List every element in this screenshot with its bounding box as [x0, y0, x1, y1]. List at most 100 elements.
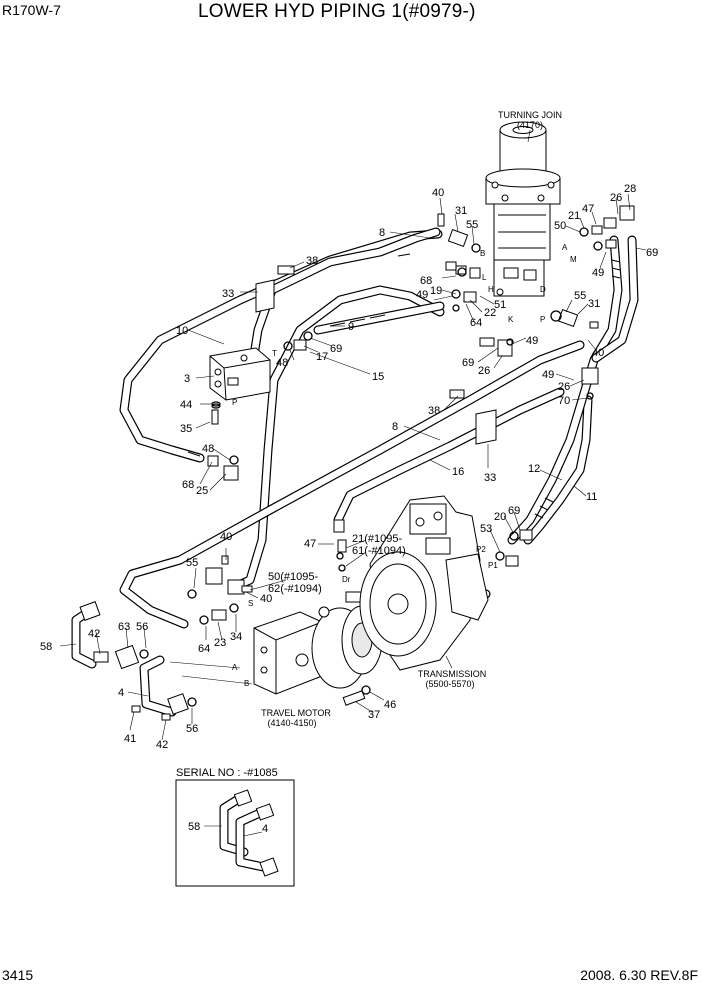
port-p1: P1 [488, 561, 498, 570]
callout-58: 58 [40, 641, 52, 653]
callout-12: 12 [528, 463, 540, 475]
port-p2: P2 [476, 545, 486, 554]
callout-22: 22 [484, 307, 496, 319]
port-l: L [482, 273, 487, 282]
callout-49-b: 49 [526, 335, 538, 347]
callout-26-b: 26 [610, 192, 622, 204]
model-number: R170W-7 [2, 2, 61, 18]
callout-56: 56 [136, 621, 148, 633]
callout-50: 50 [554, 220, 566, 232]
revision-info: 2008. 6.30 REV.8F [580, 967, 698, 983]
leader-lines [59, 193, 647, 741]
serial-inset-label: SERIAL NO : -#1085 [176, 767, 278, 779]
port-s: S [248, 599, 253, 608]
callout-48-b: 48 [202, 443, 214, 455]
callout-20: 20 [494, 511, 506, 523]
callout-55-c: 55 [186, 557, 198, 569]
port-h: H [488, 285, 494, 294]
port-a-upper: A [562, 243, 568, 252]
port-dr: Dr [342, 575, 351, 584]
callout-8: 8 [379, 227, 385, 239]
callout-40: 40 [432, 187, 444, 199]
callout-16: 16 [452, 466, 464, 478]
callout-55: 55 [466, 219, 478, 231]
callout-17: 17 [316, 351, 328, 363]
callout-11: 11 [586, 491, 597, 503]
callout-49-d: 49 [542, 369, 554, 381]
callout-38-b: 38 [428, 405, 440, 417]
callout-50-b: 50(#1095- [268, 571, 318, 583]
turning-joint-code: (4170) [517, 120, 543, 130]
callout-21: 21 [568, 210, 580, 222]
transmission: TRANSMISSION (5500-5570) [359, 495, 489, 689]
port-p-tj: P [540, 315, 545, 324]
callout-69-d: 69 [508, 505, 520, 517]
page-title: LOWER HYD PIPING 1(#0979-) [198, 1, 476, 22]
callout-42: 42 [88, 628, 100, 640]
callout-42-b: 42 [156, 739, 168, 751]
callout-47: 47 [582, 203, 594, 215]
callout-48: 48 [276, 357, 288, 369]
callout-33-b: 33 [484, 472, 496, 484]
hose-9 [313, 301, 445, 335]
callout-35: 35 [180, 423, 192, 435]
serial-inset: SERIAL NO : -#1085 58 4 [175, 767, 295, 887]
callout-25: 25 [196, 485, 208, 497]
callout-40-c: 40 [220, 531, 232, 543]
turning-joint-label: TURNING JOIN [498, 110, 562, 120]
callout-44: 44 [180, 399, 192, 411]
swivel-block: P T [209, 347, 277, 407]
callout-26-c: 26 [558, 381, 570, 393]
fittings [79, 205, 635, 721]
callout-64: 64 [470, 317, 482, 329]
callout-21-b: 21(#1095- [352, 533, 402, 545]
callout-33: 33 [222, 288, 234, 300]
turning-joint: TURNING JOIN (4170) [485, 110, 562, 297]
callout-70: 70 [558, 395, 570, 407]
callout-58-inset: 58 [188, 821, 200, 833]
callout-49: 49 [416, 289, 428, 301]
port-letters: A B M L H D K P S Dr A B P1 P2 [169, 243, 577, 688]
hose-hatching [187, 253, 621, 519]
callout-49-c: 49 [592, 267, 604, 279]
callout-40-d: 40 [260, 593, 272, 605]
callout-8-b: 8 [392, 421, 398, 433]
callout-9: 9 [348, 321, 354, 333]
callout-69-b: 69 [462, 357, 474, 369]
callout-19: 19 [430, 285, 442, 297]
callout-37: 37 [368, 709, 380, 721]
transmission-code: (5500-5570) [425, 679, 474, 689]
callout-28: 28 [624, 183, 636, 195]
port-d: D [540, 285, 546, 294]
callout-61: 61(-#1094) [352, 545, 406, 557]
callout-3: 3 [184, 373, 190, 385]
travel-motor-code: (4140-4150) [267, 718, 316, 728]
callout-15: 15 [372, 371, 384, 383]
callout-68: 68 [420, 275, 432, 287]
callout-63: 63 [118, 621, 130, 633]
callout-40-b: 40 [592, 347, 604, 359]
pipe-group [71, 227, 639, 717]
callout-51: 51 [494, 299, 506, 311]
transmission-label: TRANSMISSION [418, 669, 487, 679]
page-number: 3415 [2, 967, 34, 983]
callout-31-b: 31 [588, 298, 600, 310]
callout-4-inset: 4 [262, 823, 268, 835]
callout-numbers: 40 31 55 8 38 33 10 68 19 49 64 22 51 9 … [40, 183, 658, 751]
callout-38: 38 [306, 255, 318, 267]
callout-41: 41 [124, 733, 136, 745]
callout-64-b: 64 [198, 643, 210, 655]
callout-34: 34 [230, 631, 242, 643]
callout-55-b: 55 [574, 290, 586, 302]
port-t: T [272, 349, 277, 358]
callout-56-b: 56 [186, 723, 198, 735]
travel-motor: TRAVEL MOTOR (4140-4150) [253, 591, 383, 728]
callout-62: 62(-#1094) [268, 583, 322, 595]
travel-motor-label: TRAVEL MOTOR [261, 708, 331, 718]
port-m: M [570, 255, 577, 264]
callout-4: 4 [118, 687, 124, 699]
callout-23: 23 [214, 637, 226, 649]
callout-53: 53 [480, 523, 492, 535]
callout-46: 46 [384, 699, 396, 711]
